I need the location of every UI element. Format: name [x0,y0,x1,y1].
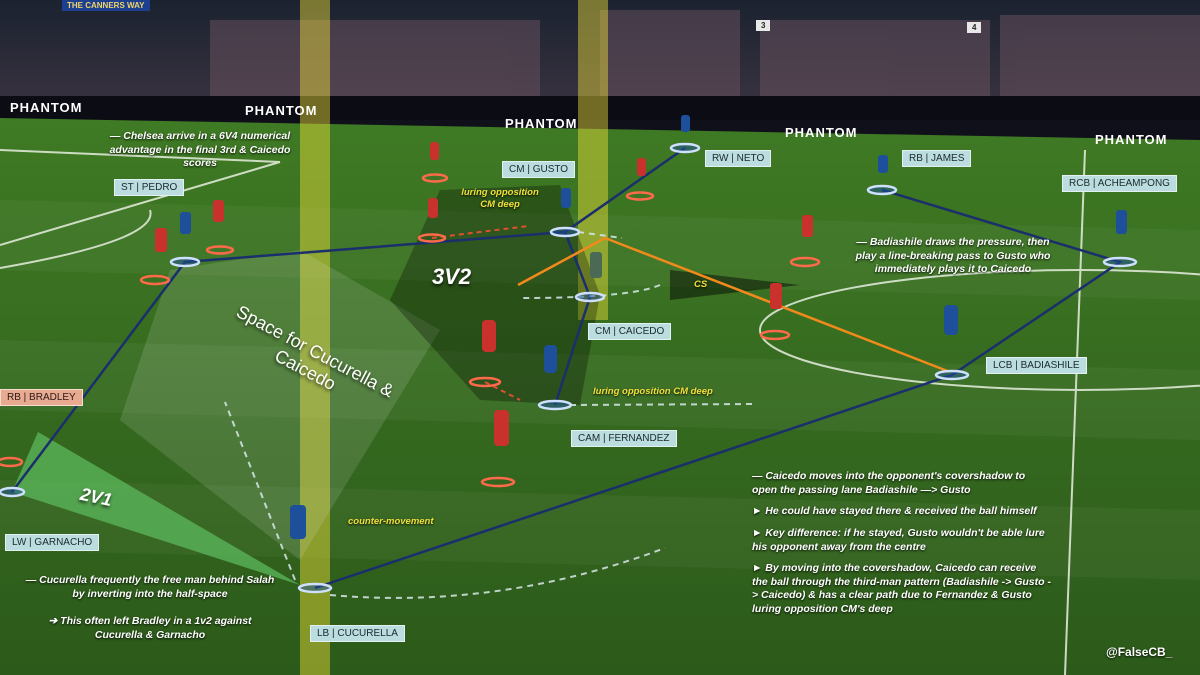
movement-arrows [224,231,756,599]
covershadow-wedge [670,270,800,300]
note-luring-mid: luring opposition CM deep [593,386,713,397]
away-players [155,142,813,446]
ad-board: PHANTOM [245,103,318,118]
note-badiashile: — Badiashile draws the pressure, then pl… [855,236,1051,276]
label-rcb-acheampong: RCB | ACHEAMPONG [1062,175,1177,192]
ad-board: PHANTOM [505,116,578,131]
ad-board: PHANTOM [1095,132,1168,147]
ad-board: PHANTOM [10,100,83,115]
analysis-point: ► Key difference: if he stayed, Gusto wo… [752,526,1045,553]
label-lcb-badiashile: LCB | BADIASHILE [986,357,1087,374]
label-cm-caicedo: CM | CAICEDO [588,323,672,340]
analysis-point: ► By moving into the covershadow, Caiced… [752,562,1051,616]
stadium-sign: THE CANNERS WAY [62,0,150,11]
analysis-point: ► He could have stayed there & received … [752,505,1037,518]
note-cucurella-2: ➔ This often left Bradley in a 1v2 again… [48,615,252,641]
label-rb-bradley: RB | BRADLEY [0,389,83,406]
space-region [120,250,440,560]
label-cm-gusto: CM | GUSTO [502,161,576,178]
label-cam-fernandez: CAM | FERNANDEZ [571,430,677,447]
note-right-analysis: — Caicedo moves into the opponent's cove… [752,470,1052,625]
stand-number: 4 [967,22,982,33]
note-numerical-advantage: — Chelsea arrive in a 6V4 numerical adva… [109,130,291,170]
away-player-markers [0,173,821,488]
two-v-one-triangle [12,432,300,585]
credit-handle: @FalseCB_ [1106,645,1173,659]
label-lb-cucurella: LB | CUCURELLA [310,625,405,642]
opponent-runs [431,225,529,401]
note-luring-top: luring opposition CM deep [461,187,539,211]
label-st-pedro: ST | PEDRO [114,179,185,196]
home-players [180,115,1127,539]
lane-highlight-left [300,0,330,675]
label-covershadow: CS [694,279,708,290]
label-rw-neto: RW | NETO [705,150,772,167]
ad-board: PHANTOM [785,125,858,140]
home-player-markers [0,142,1138,594]
label-lw-garnacho: LW | GARNACHO [5,534,100,551]
note-cucurella-1: — Cucurella frequently the free man behi… [25,574,275,600]
home-player-caicedo [590,252,602,278]
label-rb-james: RB | JAMES [902,150,972,167]
note-counter-movement: counter-movement [348,516,434,527]
analysis-point: — Caicedo moves into the opponent's cove… [752,470,1026,496]
stand-number: 3 [756,20,771,31]
label-3v2: 3V2 [432,264,472,289]
